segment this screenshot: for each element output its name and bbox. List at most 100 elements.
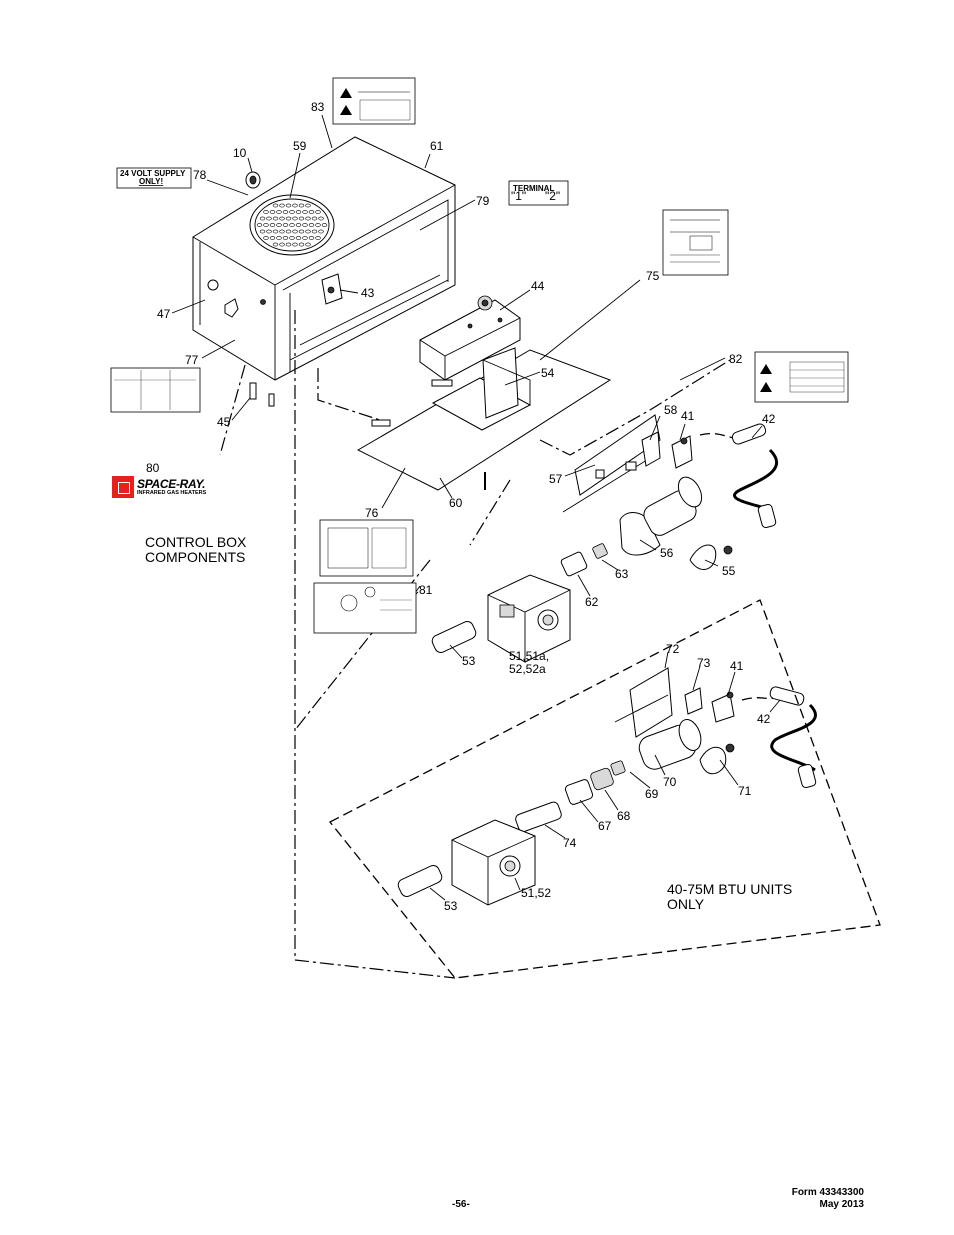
- grille-hole: [289, 210, 295, 214]
- callout-73: 73: [697, 656, 711, 670]
- btu-electrode: [684, 687, 735, 723]
- grille-hole: [292, 216, 298, 221]
- grille-hole: [285, 229, 292, 234]
- callout-74: 74: [563, 836, 577, 850]
- btu-ignition-cable: [741, 686, 817, 789]
- grille-hole: [276, 210, 282, 214]
- callout-75: 75: [646, 269, 660, 283]
- callout-57: 57: [549, 472, 563, 486]
- grille-hole: [272, 242, 279, 247]
- grille-hole: [292, 203, 298, 208]
- callout-53a: 53: [462, 654, 476, 668]
- grille-hole: [263, 236, 269, 240]
- callout-69: 69: [645, 787, 659, 801]
- grille-hole: [308, 236, 315, 240]
- footer-date: May 2013: [819, 1199, 864, 1210]
- callout-81: 81: [419, 583, 433, 597]
- grille-hole: [302, 223, 308, 227]
- btu-gas-valve: [451, 819, 536, 906]
- ignition-cable: [699, 423, 778, 529]
- callout-44: 44: [531, 279, 545, 293]
- callout-55: 55: [722, 564, 736, 578]
- control-box-title-line1: CONTROL BOX: [145, 534, 247, 550]
- grille-hole: [318, 229, 324, 234]
- callout-10: 10: [233, 146, 247, 160]
- callout-72: 72: [666, 642, 680, 656]
- callout-51-51a: 51,51a,: [509, 649, 549, 663]
- burner-clip: [689, 544, 733, 570]
- callout-82: 82: [729, 352, 743, 366]
- callout-42a: 42: [762, 412, 776, 426]
- grille-hole: [311, 229, 318, 234]
- grille-hole: [279, 203, 285, 208]
- callout-47: 47: [157, 307, 171, 321]
- grille-hole: [315, 236, 321, 240]
- grille-hole: [292, 229, 298, 234]
- grille-hole: [305, 229, 311, 234]
- callout-79: 79: [476, 194, 490, 208]
- warning-label-83: [332, 77, 416, 125]
- control-box-housing: [192, 136, 456, 381]
- electrode-bracket: [641, 431, 693, 469]
- grille-hole: [266, 229, 272, 234]
- burner-head: [619, 476, 703, 556]
- callout-numbers: 10 59 83 61 78 79 47 43 44 75 77 82 54 4…: [146, 100, 776, 913]
- callout-42b: 42: [757, 712, 771, 726]
- grille-hole: [285, 216, 292, 221]
- grille-hole: [272, 229, 279, 234]
- gas-valve-upper: [487, 574, 571, 663]
- callout-45: 45: [217, 415, 231, 429]
- grille-hole: [289, 223, 295, 227]
- grille-hole: [259, 216, 266, 221]
- grille-hole: [276, 223, 282, 227]
- btu-fittings: [515, 760, 626, 833]
- grille-hole: [308, 223, 315, 227]
- callout-41b: 41: [730, 659, 744, 673]
- grille-hole: [272, 203, 279, 208]
- grille-hole: [302, 236, 308, 240]
- wiring-diagram-label-75: [662, 209, 729, 276]
- btu-title-line2: ONLY: [667, 896, 705, 912]
- btu-bracket: [614, 667, 673, 738]
- btu-title-line1: 40-75M BTU UNITS: [667, 881, 793, 897]
- leader-lines: [171, 114, 781, 901]
- callout-78: 78: [193, 168, 207, 182]
- grille-hole: [279, 216, 285, 221]
- volt-supply-line1: 24 VOLT SUPPLY: [120, 169, 186, 178]
- grille-hole: [285, 203, 292, 208]
- callout-83: 83: [311, 100, 325, 114]
- grille-hole: [295, 236, 302, 240]
- fan-grille: [249, 194, 335, 256]
- callout-68: 68: [617, 809, 631, 823]
- grille-hole: [295, 210, 302, 214]
- grille-hole: [259, 229, 266, 234]
- grille-hole: [266, 216, 272, 221]
- grille-hole: [269, 210, 276, 214]
- grille-hole: [289, 236, 295, 240]
- callout-51-52: 51,52: [521, 886, 551, 900]
- grille-hole: [298, 242, 305, 247]
- footer-form-number: Form 43343300: [791, 1187, 864, 1198]
- callout-54: 54: [541, 366, 555, 380]
- callout-60: 60: [449, 496, 463, 510]
- callout-76: 76: [365, 506, 379, 520]
- grille-hole: [276, 236, 282, 240]
- btu-pipe-nipple: [397, 865, 443, 897]
- callout-43: 43: [361, 286, 375, 300]
- rating-plate-81b: [313, 582, 417, 634]
- grille-hole: [305, 203, 311, 208]
- callout-67: 67: [598, 819, 612, 833]
- callout-77: 77: [185, 353, 199, 367]
- brand-mark-icon: [112, 476, 134, 498]
- grommet-part: [245, 171, 261, 189]
- standoffs: [249, 382, 275, 407]
- callout-71: 71: [738, 784, 752, 798]
- grille-hole: [269, 223, 276, 227]
- grille-hole: [311, 216, 318, 221]
- callout-56: 56: [660, 546, 674, 560]
- volt-supply-line2: ONLY!: [139, 177, 163, 186]
- grille-hole: [282, 236, 289, 240]
- terminal-2: "2": [545, 189, 560, 203]
- btu-section-title: 40-75M BTU UNITS ONLY: [667, 882, 792, 912]
- grille-hole: [315, 210, 321, 214]
